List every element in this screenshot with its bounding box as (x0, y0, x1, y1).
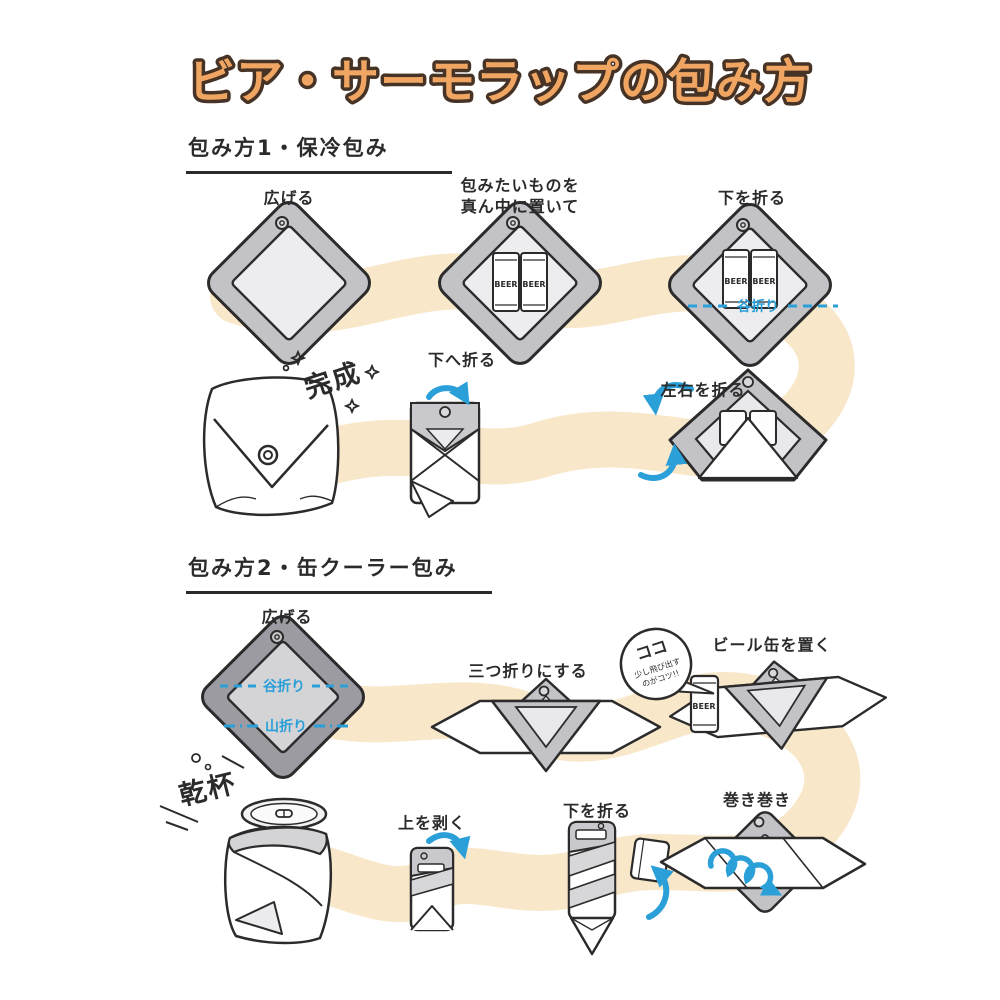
s2-placed-can: BEER (689, 674, 720, 734)
snap-button-icon (439, 406, 451, 418)
s2-label-spread: 広げる (261, 607, 313, 627)
snap-button-icon (742, 376, 754, 388)
can-label: BEER (692, 702, 715, 711)
snap-button-icon (753, 816, 765, 828)
s1-spread-diamond (201, 195, 377, 371)
s2-label-place-can: ビール缶を置く (712, 635, 832, 655)
s1-place-cans (492, 252, 548, 312)
s1-label-fold-bottom: 下を折る (717, 188, 787, 208)
roll-spiral-arrow-icon (707, 848, 783, 896)
poster-title-art: ビア・サーモラップの包み方 (185, 52, 815, 114)
s2-label-roll: 巻き巻き (722, 790, 792, 810)
s1-label-spread: 広げる (263, 188, 315, 208)
page-title: ビア・サーモラップの包み方 (188, 55, 812, 110)
s1-label-place: 包みたいものを 真ん中に置いて (460, 176, 579, 218)
s1-label-place-line1: 包みたいものを (460, 176, 580, 196)
s2-roll-wrap (629, 811, 867, 913)
snap-button-icon (597, 822, 605, 830)
fold-arrow-icon (646, 865, 674, 920)
fold-arrow-icon (426, 832, 471, 860)
s1-label-fold-sides: 左右を折る (660, 380, 746, 400)
s2-peel-top-roll (409, 846, 455, 932)
s2-label-fold-bottom: 下を折る (562, 801, 632, 821)
s1-finished-wrap (202, 376, 340, 517)
sparkles-icon (282, 349, 381, 415)
s2-mountain-fold-line: 山折り (224, 718, 348, 735)
cheers-marks-icon (159, 753, 245, 831)
s2-valley-fold-label: 谷折り (263, 678, 305, 695)
snap-button-icon (420, 852, 428, 860)
s2-mountain-fold-label: 山折り (265, 718, 307, 735)
can-top (240, 797, 328, 831)
s1-valley-fold-label: 谷折り (737, 298, 779, 315)
s2-valley-fold-line: 谷折り (220, 678, 350, 695)
s1-label-fold-down: 下へ折る (427, 350, 497, 370)
s2-fold-bottom-roll (567, 820, 617, 956)
section2-heading: 包み方2・缶クーラー包み (186, 552, 492, 594)
snap-button-icon (270, 630, 284, 644)
s1-label-place-line2: 真ん中に置いて (460, 197, 580, 216)
s1-valley-fold-line: 谷折り (688, 298, 838, 315)
fold-arrow-icon (642, 382, 694, 416)
s2-label-trifold: 三つ折りにする (468, 661, 588, 681)
snap-button-icon (257, 444, 279, 466)
fold-arrow-icon (638, 443, 688, 482)
poster-title-block: ビア・サーモラップの包み方 (160, 34, 840, 130)
s2-finished-cooler (223, 797, 333, 945)
s1-fold-sides-wrap (668, 368, 828, 482)
tip-speech-bubble: ココ 少し飛び出す のがコツ!! (619, 627, 715, 701)
fold-arrow-icon (426, 381, 470, 406)
s1-fold-down-wrap (409, 401, 481, 518)
s2-spread-diamond (201, 615, 365, 779)
s2-label-peel-top: 上を剥く (397, 813, 467, 833)
section1-heading: 包み方1・保冷包み (186, 132, 452, 174)
